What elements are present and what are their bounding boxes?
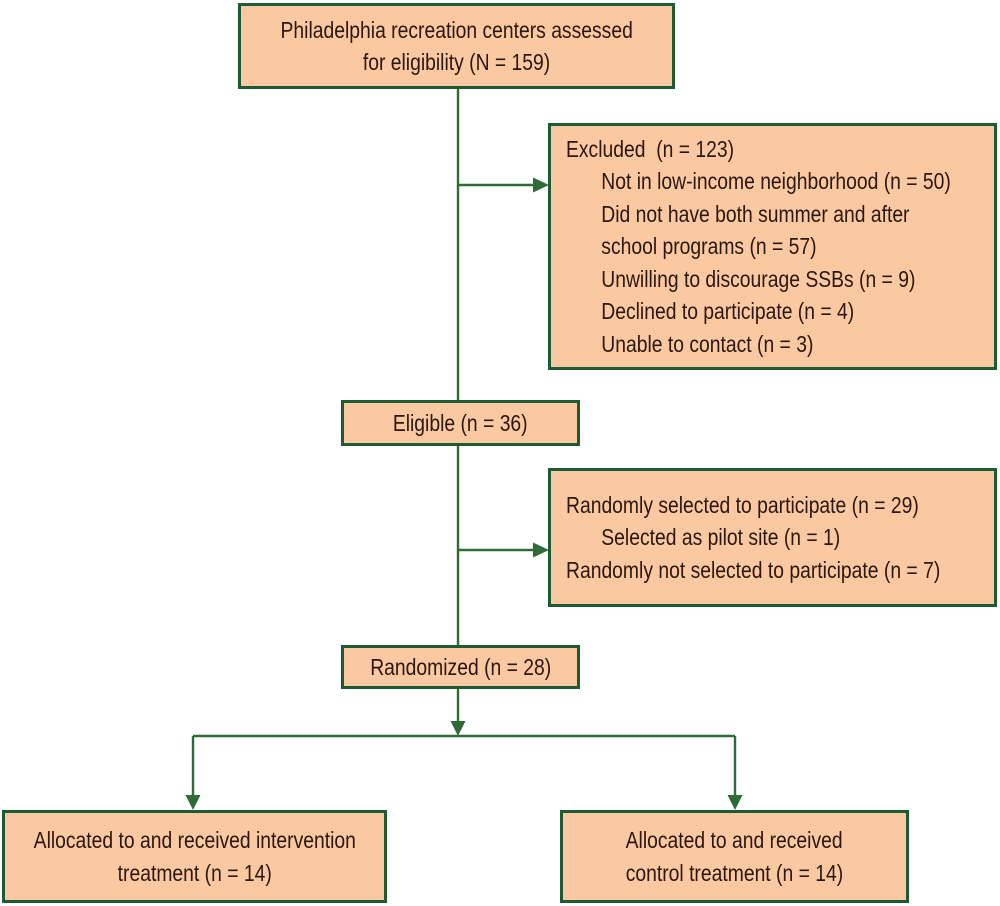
selection-line-2: Selected as pilot site (n = 1) — [601, 524, 841, 551]
excluded-item-3: Unwilling to discourage SSBs (n = 9) — [601, 265, 916, 292]
excluded-item-4: Declined to participate (n = 4) — [601, 298, 855, 325]
excluded-item-5: Unable to contact (n = 3) — [601, 330, 814, 357]
excluded-title: Excluded (n = 123) — [566, 135, 735, 162]
control-line-2: control treatment (n = 14) — [625, 859, 844, 886]
arrowhead-split — [450, 721, 466, 736]
excluded-box: Excluded (n = 123) Not in low-income nei… — [548, 123, 997, 370]
intervention-box: Allocated to and received intervention t… — [2, 810, 387, 903]
control-box: Allocated to and received control treatm… — [560, 810, 909, 903]
randomized-box: Randomized (n = 28) — [341, 645, 580, 689]
random-selection-box: Randomly selected to participate (n = 29… — [548, 468, 997, 607]
eligible-label: Eligible (n = 36) — [393, 409, 528, 436]
arrowhead-control — [727, 795, 743, 810]
arrowhead-excluded — [533, 177, 549, 193]
excluded-item-2: Did not have both summer and after — [601, 200, 910, 227]
intervention-line-1: Allocated to and received intervention — [33, 827, 356, 853]
arrowhead-random-selection — [533, 542, 549, 558]
control-line-1: Allocated to and received — [626, 827, 843, 853]
arrowhead-intervention — [185, 795, 201, 810]
assessed-line-1: Philadelphia recreation centers assessed — [280, 16, 633, 43]
assessed-line-2: for eligibility (N = 159) — [362, 49, 551, 75]
selection-line-3: Randomly not selected to participate (n … — [566, 556, 941, 583]
selection-line-1: Randomly selected to participate (n = 29… — [566, 491, 919, 518]
intervention-line-2: treatment (n = 14) — [117, 859, 272, 886]
randomized-label: Randomized (n = 28) — [370, 653, 551, 680]
assessed-box: Philadelphia recreation centers assessed… — [238, 3, 675, 89]
eligible-box: Eligible (n = 36) — [341, 400, 580, 446]
excluded-item-2-cont: school programs (n = 57) — [601, 233, 817, 260]
excluded-item-1: Not in low-income neighborhood (n = 50) — [601, 168, 951, 195]
